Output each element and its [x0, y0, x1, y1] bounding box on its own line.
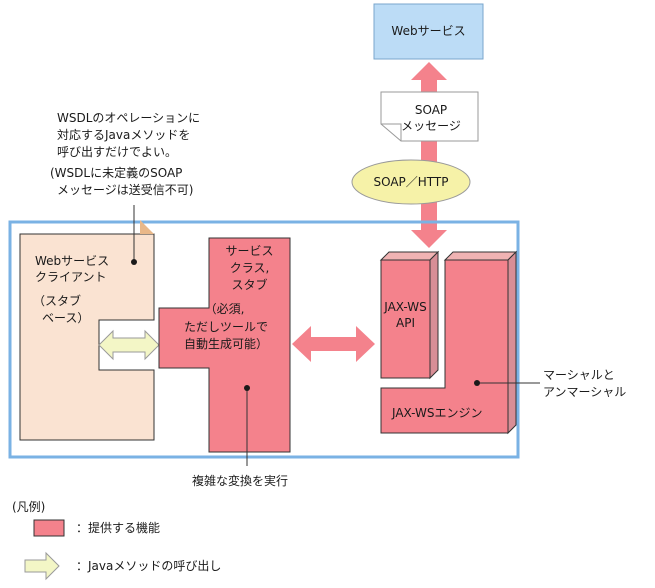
note-top-line2: 対応するJavaメソッドを — [57, 128, 191, 142]
service-label-line6: 自動生成可能） — [183, 337, 268, 351]
service-label-line1: サービス — [225, 244, 274, 258]
legend-call-swatch — [24, 551, 60, 581]
soap-message-line2: メッセージ — [401, 119, 461, 133]
client-box — [19, 233, 155, 441]
service-label-line5: ただしツールで — [183, 320, 268, 334]
note-top-line3: 呼び出すだけでよい。 — [57, 145, 178, 159]
jaxws-api-box — [380, 259, 431, 379]
jaxws-engine-box — [380, 259, 509, 434]
client-label-line1: Webサービス — [35, 254, 110, 268]
http-double-arrow — [411, 62, 447, 248]
service-class-box — [158, 237, 291, 453]
jaxws-api-line1: JAX-WS — [384, 300, 427, 314]
legend-provided-label: ：提供する機能 — [76, 521, 161, 535]
soap-message-line1: SOAP — [414, 103, 448, 117]
client-callout-dot — [131, 259, 137, 265]
legend-call-label: ：Javaメソッドの呼び出し — [76, 559, 222, 573]
jaxws-api-line2: API — [396, 316, 415, 330]
legend-provided-swatch — [33, 519, 65, 537]
java-call-arrow — [98, 329, 160, 361]
conversion-note: 複雑な変換を実行 — [192, 474, 289, 488]
note-top-line1: WSDLのオペレーションに — [57, 111, 201, 125]
marshal-note-line2: アンマーシャル — [543, 385, 627, 399]
api-double-arrow — [292, 326, 375, 362]
soap-message-doc — [380, 91, 479, 142]
protocol-label: SOAP／HTTP — [373, 175, 449, 189]
client-label-line4: ベース） — [42, 311, 90, 325]
jaxws-engine-label: JAX-WSエンジン — [392, 406, 483, 420]
web-service-box — [373, 3, 484, 60]
marshal-note-line1: マーシャルと — [543, 368, 615, 382]
engine-callout-dot — [474, 380, 480, 386]
service-callout-dot — [244, 385, 250, 391]
protocol-ellipse — [351, 159, 471, 205]
service-label-line3: スタブ — [231, 278, 268, 292]
note-top-line5: メッセージは送受信不可) — [57, 183, 194, 197]
service-label-line4: （必須, — [204, 302, 245, 316]
note-top-line4: (WSDLに未定義のSOAP — [50, 166, 183, 180]
system-frame — [8, 220, 520, 459]
legend-title: (凡例) — [12, 500, 46, 514]
service-label-line2: クラス, — [229, 261, 270, 275]
client-label-line2: クライアント — [35, 270, 107, 284]
client-label-line3: （スタブ — [33, 294, 82, 308]
web-service-label: Webサービス — [391, 24, 466, 38]
